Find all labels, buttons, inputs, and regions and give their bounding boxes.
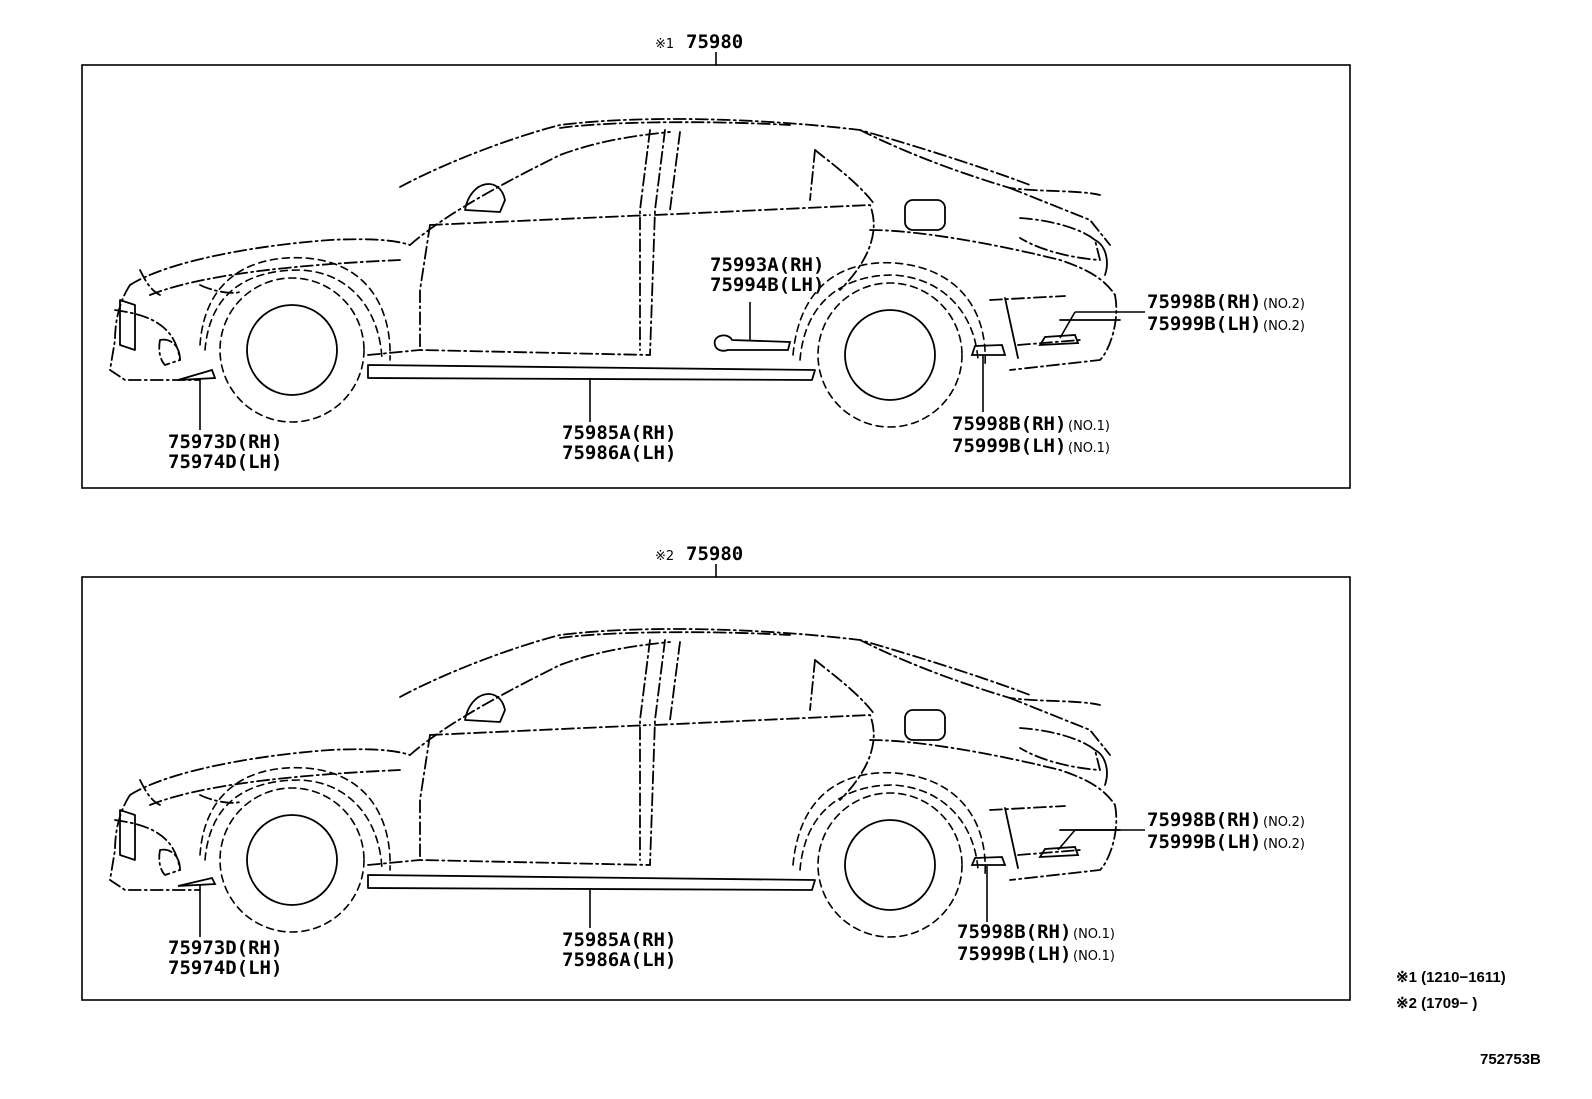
panel-1-frame [81, 64, 1351, 489]
panel-2-rear-no2-callout-lh: 75999B(LH) [1147, 831, 1261, 853]
panel-2-side-callout-rh: 75985A(RH) [562, 929, 676, 951]
panel-2-rear-no1-tag-rh: (NO.1) [1073, 927, 1115, 942]
figure-reference: 752753B [1480, 1051, 1541, 1068]
panel-1-rear-no1-callout-lh: 75999B(LH) [952, 435, 1066, 457]
panel-2-assembly-number: 75980 [686, 543, 743, 565]
panel-2-rear-no2-part [1038, 846, 1080, 858]
panel-2-car-outline [109, 628, 1121, 938]
panel-2-rear-no1-part [970, 856, 1007, 866]
panel-1-rear-no2-tag-lh: (NO.2) [1263, 319, 1305, 334]
panel-1-emblem-callout-lh: 75994B(LH) [710, 274, 824, 296]
panel-2-side-callout-lh: 75986A(LH) [562, 949, 676, 971]
panel-1-side-callout-rh: 75985A(RH) [562, 422, 676, 444]
panel-1-rear-no2-callout-lh: 75999B(LH) [1147, 313, 1261, 335]
panel-2: ※2 75980 75973D(RH) 75974D(LH) 75985A(RH… [81, 543, 1351, 1001]
panel-2-rear-no1-callout-lh: 75999B(LH) [957, 943, 1071, 965]
panel-2-rear-no2-callout-rh: 75998B(RH) [1147, 809, 1261, 831]
panel-2-rear-no2-tag-rh: (NO.2) [1263, 815, 1305, 830]
panel-1-side-callout-lh: 75986A(LH) [562, 442, 676, 464]
panel-1-front-callout-lh: 75974D(LH) [168, 451, 282, 473]
panel-1-emblem-part [713, 334, 792, 352]
panel-1-rear-no1-callout-rh: 75998B(RH) [952, 413, 1066, 435]
panel-1-rear-no2-part [1038, 334, 1080, 346]
panel-1: ※1 75980 75973D(RH) 75974D(LH) 75985A(RH… [81, 31, 1351, 489]
note-2: ※2 (1709− ) [1396, 995, 1477, 1012]
panel-2-front-callout-rh: 75973D(RH) [168, 937, 282, 959]
panel-1-rear-no1-tag-lh: (NO.1) [1068, 441, 1110, 456]
panel-2-marker: ※2 [655, 549, 674, 564]
panel-1-front-spoiler-part [177, 368, 217, 381]
panel-2-frame [81, 576, 1351, 1001]
note-1: ※1 (1210−1611) [1396, 969, 1506, 986]
panel-1-rear-no1-tag-rh: (NO.1) [1068, 419, 1110, 434]
panel-1-car-outline [109, 118, 1121, 428]
panel-1-emblem-callout-rh: 75993A(RH) [710, 254, 824, 276]
panel-1-front-callout-rh: 75973D(RH) [168, 431, 282, 453]
panel-1-rear-no2-tag-rh: (NO.2) [1263, 297, 1305, 312]
panel-2-rear-no2-tag-lh: (NO.2) [1263, 837, 1305, 852]
panel-1-assembly-number: 75980 [686, 31, 743, 53]
panel-1-rear-no1-part [970, 344, 1007, 356]
panel-2-front-callout-lh: 75974D(LH) [168, 957, 282, 979]
panel-2-rear-no1-callout-rh: 75998B(RH) [957, 921, 1071, 943]
panel-1-marker: ※1 [655, 37, 674, 52]
panel-2-front-spoiler-part [177, 876, 217, 887]
panel-1-rear-no2-callout-rh: 75998B(RH) [1147, 291, 1261, 313]
panel-2-rear-no1-tag-lh: (NO.1) [1073, 949, 1115, 964]
